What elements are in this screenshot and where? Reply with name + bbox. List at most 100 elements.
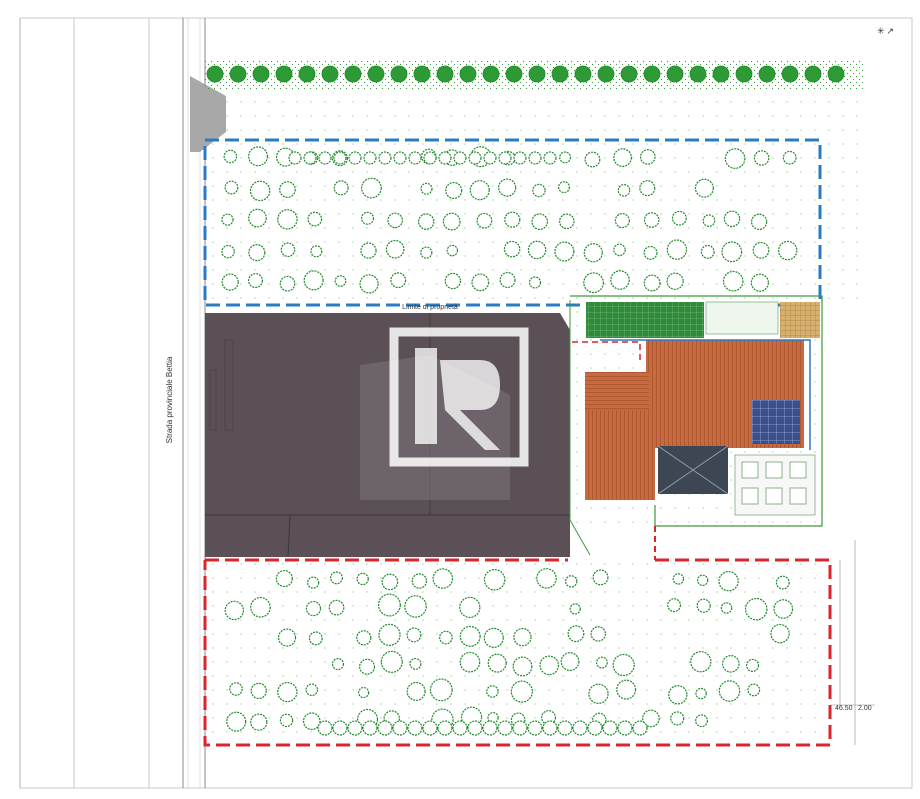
tree-icon [334,275,347,287]
tree-icon [363,151,377,165]
tree-icon [459,65,477,83]
tree-icon [543,151,557,165]
tree-icon [423,151,437,165]
tree-icon [528,276,542,289]
tree-icon [613,243,626,257]
tree-icon [583,243,603,263]
tree-icon [668,685,688,705]
tree-icon [279,181,296,198]
tree-icon [358,686,370,699]
tree-icon [696,598,711,613]
tree-icon [360,211,375,225]
red-dashed-segment [572,341,641,360]
tree-icon [307,211,323,227]
tree-icon [560,652,580,671]
tree-icon [482,720,498,736]
tree-icon [689,65,707,83]
tree-icon [583,272,604,294]
tree-icon [453,151,467,165]
tree-icon [469,180,490,201]
tree-icon [378,623,401,647]
tree-icon [476,212,493,229]
pergola [780,302,820,338]
watermark-logo [389,327,529,467]
tree-icon [639,149,656,165]
dimension-b: 2.00 [858,705,872,712]
tree-icon [718,571,739,592]
patio-tile [765,461,783,479]
patio-tile [765,487,783,505]
tree-icon [643,65,661,83]
tree-icon [483,627,504,648]
tree-icon [229,682,243,696]
lower-tree-grid [224,568,794,736]
tree-icon [758,65,776,83]
tree-icon [695,714,708,728]
tree-icon [226,711,247,732]
tree-icon [694,178,714,198]
tree-icon [250,596,271,618]
tree-icon [527,720,543,736]
tree-icon [390,65,408,83]
tree-icon [305,683,319,697]
tree-icon [224,180,239,195]
tree-icon [671,210,687,226]
tree-icon [275,65,293,83]
house-roof-wing [585,410,655,500]
patio-tile [741,461,759,479]
tree-icon [670,711,685,726]
tree-icon [531,213,549,230]
tree-icon [356,630,372,646]
tree-icon [381,573,399,591]
tree-icon [528,65,546,83]
tree-icon [378,151,392,165]
tree-icon [445,181,463,200]
tree-icon [597,65,615,83]
tree-icon [420,246,433,259]
tree-icon [321,65,339,83]
tree-icon [277,209,298,230]
tree-icon [592,569,609,586]
tree-icon [437,720,453,736]
tree-icon [302,712,321,731]
garden-edge [569,300,591,556]
tree-icon [643,212,660,228]
tree-icon [512,656,533,677]
tree-icon [527,240,547,260]
tree-icon [718,680,741,702]
tree-icon [307,576,320,589]
tree-icon [690,651,712,673]
tree-icon [513,627,532,647]
vegetable-garden [586,302,704,338]
tree-icon [499,271,516,289]
tree-icon [387,212,403,229]
tree-icon [750,273,769,292]
tree-icon [318,151,332,165]
tree-icon [747,683,761,697]
tree-icon [411,573,428,589]
tree-icon [612,653,635,677]
tree-icon [310,245,323,258]
tree-icon [422,720,438,736]
tree-icon [735,65,753,83]
tree-icon [574,65,592,83]
tree-icon [224,600,245,621]
tree-icon [666,239,688,260]
tree-icon [753,150,770,166]
tree-icon [513,151,527,165]
tree-icon [620,65,638,83]
tree-icon [377,593,401,617]
tree-icon [248,146,269,167]
tree-icon [288,151,302,165]
patio-tile [789,487,807,505]
tree-icon [223,149,238,164]
tree-icon [417,213,435,230]
tree-icon [720,602,733,614]
tree-icon [744,597,768,621]
dimension-block: 46.50 2.00 [830,540,875,745]
tree-icon [221,213,234,226]
tree-icon [746,658,760,672]
tree-icon [486,685,499,698]
tree-icon [643,274,661,292]
